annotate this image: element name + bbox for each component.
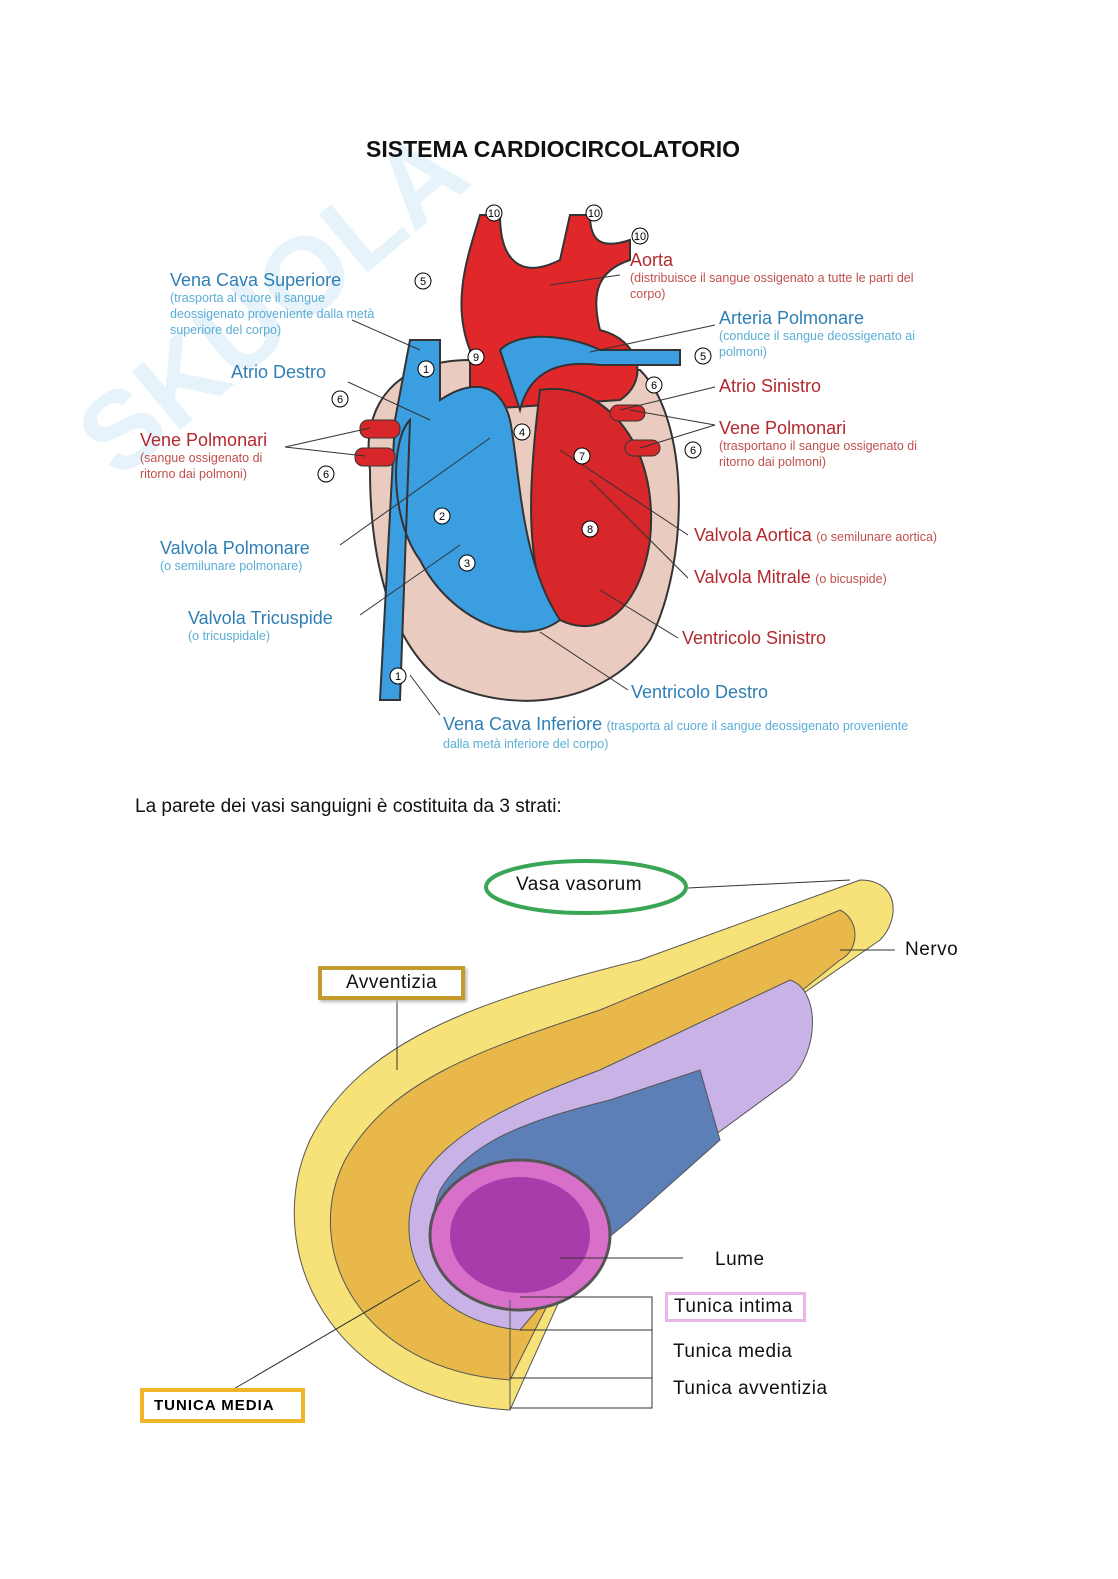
heart-illustration xyxy=(354,214,681,702)
svg-text:7: 7 xyxy=(579,451,585,463)
label-avventizia: Avventizia xyxy=(318,966,466,1000)
svg-text:5: 5 xyxy=(420,276,426,288)
svg-text:10: 10 xyxy=(634,231,646,243)
label-vasa-vasorum: Vasa vasorum xyxy=(516,874,643,895)
svg-text:10: 10 xyxy=(588,208,600,220)
label-aorta: Aorta (distribuisce il sangue ossigenato… xyxy=(630,250,950,302)
svg-text:6: 6 xyxy=(651,380,657,392)
label-atrio-sinistro: Atrio Sinistro xyxy=(719,376,822,396)
svg-text:6: 6 xyxy=(323,469,329,481)
label-title: Valvola Aortica xyxy=(694,525,812,545)
svg-text:1: 1 xyxy=(423,364,429,376)
label-title: Valvola Polmonare xyxy=(160,538,310,558)
label-ventricolo-sinistro: Ventricolo Sinistro xyxy=(682,628,827,648)
label-tunica-intima: Tunica intima xyxy=(665,1292,806,1322)
label-title: Arteria Polmonare xyxy=(719,308,865,328)
svg-text:6: 6 xyxy=(337,394,343,406)
label-title: Aorta xyxy=(630,250,674,270)
svg-text:9: 9 xyxy=(473,352,479,364)
label-desc: (trasporta al cuore il sangue deossigena… xyxy=(443,719,909,751)
svg-text:5: 5 xyxy=(700,351,706,363)
label-valvola-tricuspide: Valvola Tricuspide (o tricuspidale) xyxy=(188,608,333,644)
label-atrio-destro: Atrio Destro xyxy=(231,362,327,382)
label-vene-polmonari-left: Vene Polmonari (sangue ossigenato di rit… xyxy=(140,430,290,482)
leader-lines xyxy=(284,274,716,716)
label-lume: Lume xyxy=(715,1249,765,1270)
label-tunica-avventizia: Tunica avventizia xyxy=(673,1378,828,1399)
label-title: Vena Cava Inferiore xyxy=(443,714,603,734)
label-valvola-aortica: Valvola Aortica (o semilunare aortica) xyxy=(694,525,937,546)
label-title: Vena Cava Superiore xyxy=(170,270,342,290)
vessel-illustration xyxy=(293,879,894,1411)
svg-text:10: 10 xyxy=(488,208,500,220)
label-vena-cava-inferiore: Vena Cava Inferiore (trasporta al cuore … xyxy=(443,714,913,753)
label-title: Vene Polmonari xyxy=(140,430,268,450)
vessel-leader-lines xyxy=(231,879,895,1409)
label-desc: (trasportano il sangue ossigenato di rit… xyxy=(719,439,918,469)
svg-text:4: 4 xyxy=(519,427,525,439)
label-valvola-mitrale: Valvola Mitrale (o bicuspide) xyxy=(694,567,887,588)
label-vene-polmonari-right: Vene Polmonari (trasportano il sangue os… xyxy=(719,418,949,470)
svg-text:2: 2 xyxy=(439,511,445,523)
label-desc: (o semilunare aortica) xyxy=(816,530,938,544)
svg-text:6: 6 xyxy=(690,445,696,457)
label-ventricolo-destro: Ventricolo Destro xyxy=(631,682,769,702)
label-tunica-media: Tunica media xyxy=(673,1341,793,1362)
label-arteria-polmonare: Arteria Polmonare (conduce il sangue deo… xyxy=(719,308,949,360)
page-title: SISTEMA CARDIOCIRCOLATORIO xyxy=(366,136,740,162)
label-title: Vene Polmonari xyxy=(719,418,847,438)
svg-text:1: 1 xyxy=(395,671,401,683)
label-desc: (trasporta al cuore il sangue deossigena… xyxy=(170,291,375,337)
label-title: Valvola Tricuspide xyxy=(188,608,333,628)
label-tunica-media-box: TUNICA MEDIA xyxy=(140,1388,305,1423)
vasa-vasorum-ring xyxy=(484,859,688,915)
label-desc: (sangue ossigenato di ritorno dai polmon… xyxy=(140,451,263,481)
heart-markers: 10 10 10 5 5 6 6 6 6 1 1 2 3 4 7 8 9 xyxy=(317,204,712,685)
svg-text:3: 3 xyxy=(464,558,470,570)
label-desc: (o bicuspide) xyxy=(815,572,887,586)
body-paragraph: La parete dei vasi sanguigni è costituit… xyxy=(135,796,562,817)
label-vena-cava-superiore: Vena Cava Superiore (trasporta al cuore … xyxy=(170,270,380,338)
label-nervo: Nervo xyxy=(905,939,959,960)
label-title: Valvola Mitrale xyxy=(694,567,811,587)
label-desc: (o tricuspidale) xyxy=(188,629,270,643)
label-desc: (distribuisce il sangue ossigenato a tut… xyxy=(630,271,914,301)
label-valvola-polmonare: Valvola Polmonare (o semilunare polmonar… xyxy=(160,538,310,574)
label-desc: (conduce il sangue deossigenato ai polmo… xyxy=(719,329,915,359)
svg-text:8: 8 xyxy=(587,524,593,536)
label-desc: (o semilunare polmonare) xyxy=(160,559,303,573)
